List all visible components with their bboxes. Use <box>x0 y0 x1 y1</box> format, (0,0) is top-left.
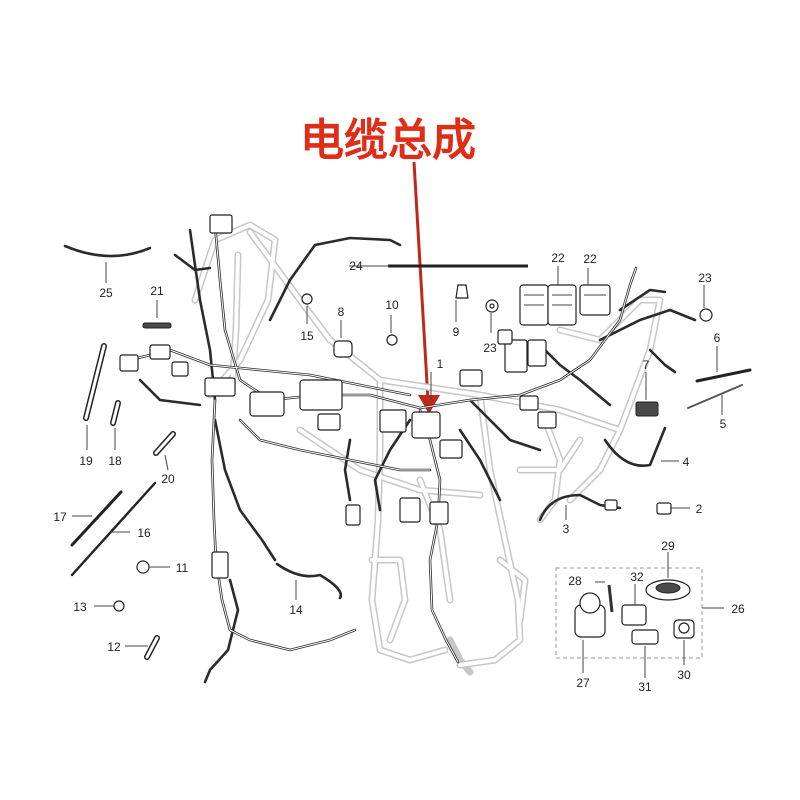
callout-27: 27 <box>576 676 590 690</box>
callout-13: 13 <box>73 600 87 614</box>
callout-29: 29 <box>661 539 675 553</box>
callout-14: 14 <box>289 603 303 617</box>
diagram-title: 电缆总成 <box>300 115 476 166</box>
callout-24: 24 <box>349 259 363 273</box>
cable-harness-illustration <box>119 214 697 684</box>
callout-25: 25 <box>99 286 113 300</box>
leader-lines <box>72 262 724 678</box>
callout-28: 28 <box>568 574 582 588</box>
callout-23b: 23 <box>698 271 712 285</box>
callout-10: 10 <box>385 298 399 312</box>
callout-23a: 23 <box>483 341 497 355</box>
callout-22b: 22 <box>583 252 597 266</box>
callout-18: 18 <box>108 454 122 468</box>
callout-17: 17 <box>53 510 67 524</box>
callout-7: 7 <box>643 358 650 372</box>
callout-5: 5 <box>720 417 727 431</box>
callout-12: 12 <box>107 640 121 654</box>
callout-2: 2 <box>696 502 703 516</box>
red-arrow <box>412 161 440 414</box>
callout-6: 6 <box>714 331 721 345</box>
callout-22a: 22 <box>551 251 565 265</box>
callout-31: 31 <box>638 680 652 694</box>
callout-15: 15 <box>300 329 314 343</box>
callout-4: 4 <box>683 455 690 469</box>
callout-labels: 1 2 3 4 5 6 7 8 9 10 11 12 13 14 15 16 1… <box>53 251 745 694</box>
callout-16: 16 <box>137 526 151 540</box>
lock-set-group <box>555 567 703 659</box>
callout-1: 1 <box>437 357 444 371</box>
callout-21: 21 <box>150 284 164 298</box>
callout-11: 11 <box>176 561 189 575</box>
callout-32: 32 <box>630 570 644 584</box>
callout-3: 3 <box>563 522 570 536</box>
callout-26: 26 <box>731 602 745 616</box>
loose-parts <box>63 244 752 660</box>
callout-9: 9 <box>453 325 460 339</box>
callout-30: 30 <box>677 668 691 682</box>
callout-8: 8 <box>338 305 345 319</box>
callout-19: 19 <box>79 454 93 468</box>
callout-20: 20 <box>161 472 175 486</box>
